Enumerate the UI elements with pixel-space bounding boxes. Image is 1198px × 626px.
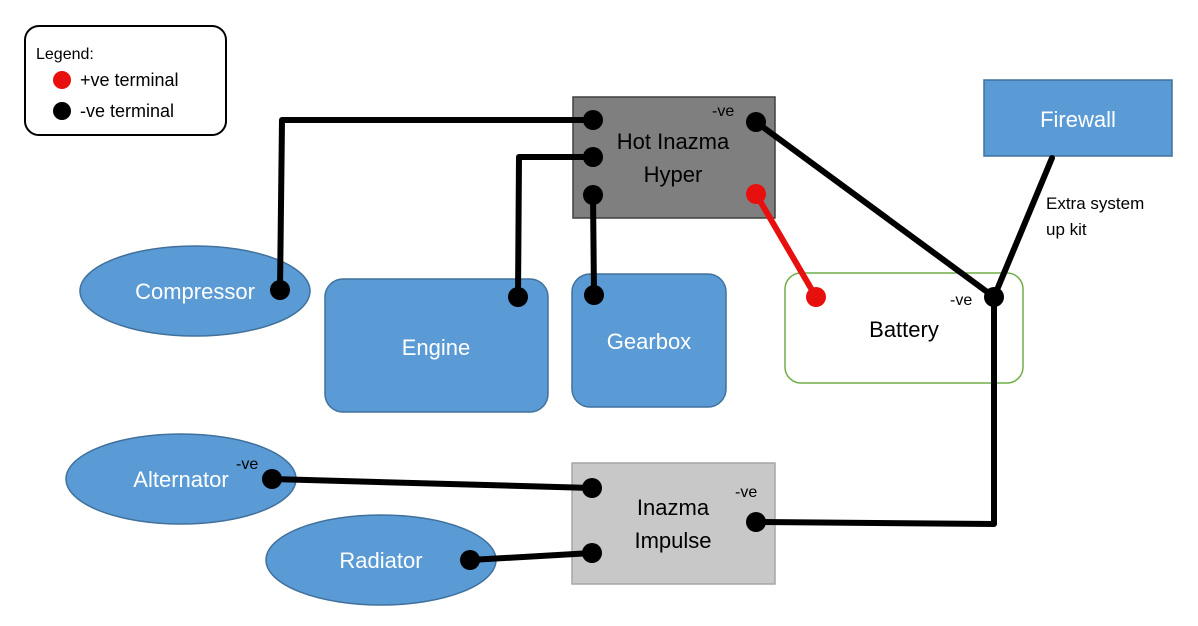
negative-terminal-alternator	[262, 469, 282, 489]
negative-terminal-hyper-1	[583, 110, 603, 130]
legend-box	[24, 25, 227, 136]
extra-kit-label-line1: Extra system	[1046, 194, 1144, 213]
firewall-label: Firewall	[1040, 107, 1116, 132]
gearbox-node	[571, 273, 727, 408]
negative-terminal-impulse-2	[582, 543, 602, 563]
hot-inazma-hyper-node	[572, 96, 776, 219]
negative-terminal-impulse-1	[582, 478, 602, 498]
radiator-label: Radiator	[339, 548, 422, 573]
positive-terminal-battery	[806, 287, 826, 307]
alternator-negative-label: -ve	[236, 456, 258, 473]
hot-inazma-hyper-label-line1: Hot Inazma	[617, 129, 730, 154]
negative-terminal-hyper-3	[583, 185, 603, 205]
engine-node	[324, 278, 549, 413]
negative-terminal-gearbox	[584, 285, 604, 305]
battery-node	[784, 272, 1024, 384]
compressor-node	[79, 245, 311, 337]
legend-positive-dot	[53, 71, 71, 89]
legend-title: Legend:	[36, 46, 94, 63]
extra-kit-label-line2: up kit	[1046, 220, 1087, 239]
negative-terminal-impulse-out	[746, 512, 766, 532]
wire-positive-hyper-battery	[753, 191, 819, 300]
negative-terminal-hyper-2	[583, 147, 603, 167]
battery-label: Battery	[869, 317, 939, 342]
inazma-impulse-label-line1: Inazma	[637, 495, 710, 520]
wire-radiator-impulse	[467, 550, 595, 563]
hyper-negative-label: -ve	[712, 103, 734, 120]
inazma-impulse-label-line2: Impulse	[634, 528, 711, 553]
negative-terminal-hyper-out	[746, 112, 766, 132]
terminals	[262, 110, 1004, 570]
wire-compressor-hyper	[277, 117, 596, 293]
gearbox-label: Gearbox	[607, 329, 691, 354]
wire-gearbox-hyper	[590, 192, 597, 298]
negative-terminal-compressor	[270, 280, 290, 300]
components: Compressor Engine Gearbox Hot Inazma Hyp…	[65, 79, 1173, 606]
battery-negative-label: -ve	[950, 292, 972, 309]
wires	[269, 117, 1055, 563]
wire-battery-impulse	[753, 294, 997, 527]
negative-terminal-battery	[984, 287, 1004, 307]
wire-firewall-battery	[991, 155, 1055, 300]
legend-negative-label: -ve terminal	[80, 101, 174, 121]
legend: Legend: +ve terminal -ve terminal	[24, 25, 227, 136]
engine-label: Engine	[402, 335, 471, 360]
compressor-label: Compressor	[135, 279, 255, 304]
impulse-negative-label: -ve	[735, 484, 757, 501]
wire-alternator-impulse	[269, 476, 595, 491]
inazma-impulse-node	[571, 462, 776, 585]
negative-terminal-engine	[508, 287, 528, 307]
annotations: -ve -ve -ve -ve Extra system up kit	[236, 103, 1144, 501]
legend-positive-label: +ve terminal	[80, 70, 179, 90]
alternator-label: Alternator	[133, 467, 228, 492]
legend-negative-dot	[53, 102, 71, 120]
wire-hyper-negative-battery	[753, 119, 997, 300]
wire-engine-hyper	[515, 154, 596, 300]
negative-terminal-radiator	[460, 550, 480, 570]
firewall-node	[983, 79, 1173, 157]
hot-inazma-hyper-label-line2: Hyper	[644, 162, 703, 187]
positive-terminal-hyper	[746, 184, 766, 204]
